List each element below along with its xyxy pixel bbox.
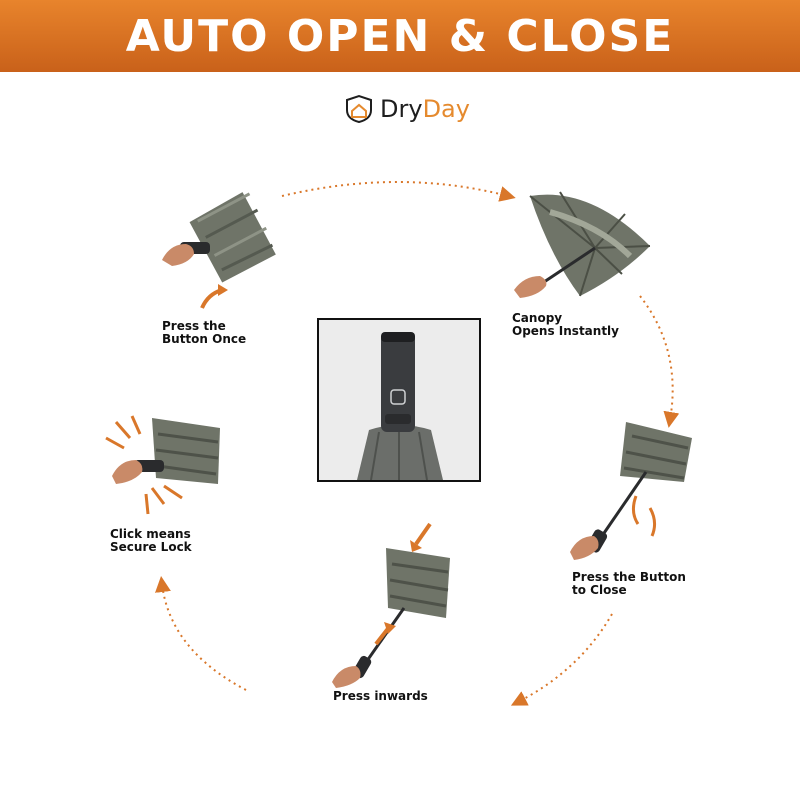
arrow-left-lower — [155, 576, 247, 691]
umbrella-handle-closeup — [319, 320, 479, 480]
locking-umbrella-illustration — [105, 415, 220, 515]
brand-name-day: Day — [422, 95, 470, 123]
arrow-right-upper — [639, 295, 680, 428]
collapsing-umbrella-illustration — [332, 522, 450, 688]
closing-umbrella-illustration — [570, 422, 692, 560]
brand-name-dry: Dry — [380, 95, 423, 123]
folded-umbrella-in-hand-illustration — [162, 192, 276, 309]
brand-logo: DryDay — [344, 92, 470, 126]
umbrella-handle-photo — [317, 318, 481, 482]
shield-house-icon — [346, 94, 372, 124]
page-title: AUTO OPEN & CLOSE — [125, 10, 675, 62]
arrow-top — [281, 181, 516, 202]
arrow-right-lower — [510, 613, 613, 706]
open-umbrella-illustration — [514, 191, 651, 298]
brand-name: DryDay — [380, 95, 470, 123]
step-inwards-label: Press inwards — [333, 689, 428, 703]
header-banner: AUTO OPEN & CLOSE — [0, 0, 800, 72]
